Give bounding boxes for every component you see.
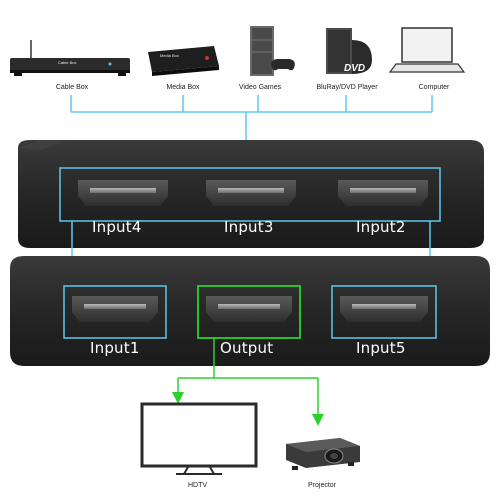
output-label-projector: Projector [308,482,337,489]
port-label-input5: Input5 [356,339,406,357]
output-label-hdtv: HDTV [188,482,208,489]
cable-box-brand: Cable Box [58,60,77,65]
laptop-icon [388,27,466,73]
hdmi-port [338,180,428,206]
port-label-input1: Input1 [90,339,140,357]
hdmi-port [72,296,158,322]
port-label-input3: Input3 [224,218,274,236]
media-box-icon [148,46,219,76]
source-label-bluray-dvd: BluRay/DVD Player [316,84,378,91]
input5-frame [331,285,437,339]
source-label-computer: Computer [418,84,450,91]
source-label-video-games: Video Games [238,84,282,91]
projector-icon [286,438,360,470]
tv-icon [140,402,258,475]
port-label-input2: Input2 [356,218,406,236]
cable-box-icon [10,40,130,76]
output-connectors [172,338,324,426]
hdmi-port [340,296,428,322]
port-label-input4: Input4 [92,218,142,236]
hdmi-port [78,180,168,206]
input-group-frame [59,167,441,222]
game-console-icon [250,26,295,76]
hdmi-port [206,296,292,322]
output-frame [197,285,301,339]
media-box-brand: Media Box [160,53,179,58]
source-label-media-box: Media Box [166,84,200,91]
port-label-output: Output [220,339,274,357]
bluray-dvd-player-icon [326,28,372,74]
dvd-logo: DVD [344,63,366,74]
source-connectors [70,95,433,164]
hdmi-port [206,180,296,206]
input1-frame [63,285,167,339]
source-label-cable-box: Cable Box [55,84,89,91]
